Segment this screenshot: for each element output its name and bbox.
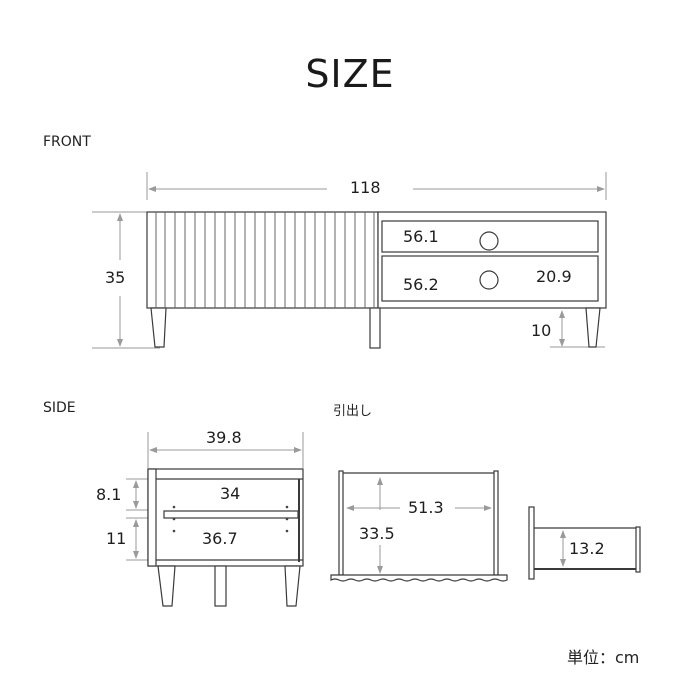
unit-label: 単位：cm: [567, 648, 640, 667]
drawer-lower-width-label: 56.2: [401, 275, 441, 294]
side-lower-gap-label: 11: [106, 529, 127, 548]
side-top-gap-label: 8.1: [96, 485, 122, 504]
section-label-front: FRONT: [43, 134, 91, 150]
leg-height-label: 10: [531, 321, 552, 340]
drawer-width-label: 51.3: [408, 498, 444, 517]
section-label-side: SIDE: [43, 400, 76, 416]
front-width-label: 118: [350, 178, 381, 197]
side-shelf-width-label: 34: [220, 484, 241, 503]
drawer-area-height-label: 20.9: [536, 267, 572, 286]
drawer-height-label: 13.2: [569, 539, 605, 558]
side-depth-label: 39.8: [206, 428, 242, 447]
drawer-upper-width-label: 56.1: [401, 227, 441, 246]
page-title: SIZE: [305, 52, 395, 96]
side-inner-depth-label: 36.7: [202, 529, 238, 548]
section-label-drawer: 引出し: [333, 404, 373, 419]
front-height-label: 35: [105, 268, 126, 287]
drawer-depth-label: 33.5: [359, 524, 395, 543]
